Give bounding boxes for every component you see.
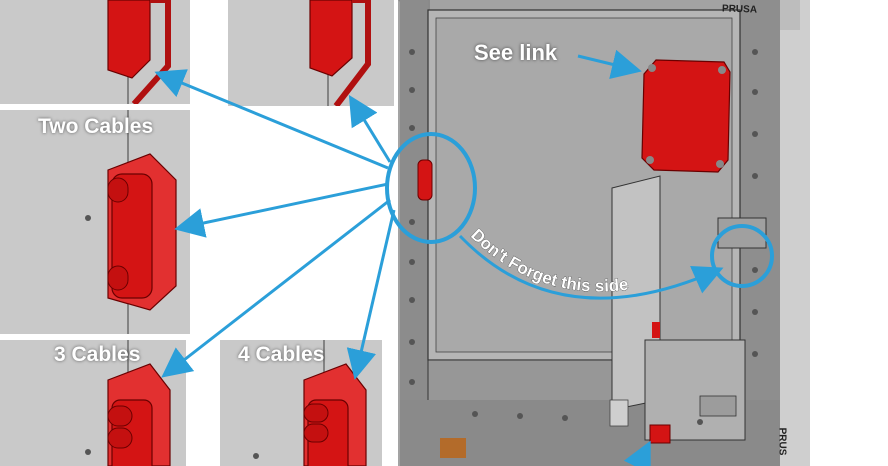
mount-plate-icon (641, 59, 731, 173)
caption-three-cables: 3 Cables (54, 343, 141, 366)
svg-text:Don't Forget this side: Don't Forget this side (467, 225, 629, 295)
panel-two-cables (0, 110, 190, 334)
panel-three-cables (0, 340, 186, 466)
caption-two-cables: Two Cables (38, 115, 154, 138)
see-link-label[interactable]: See link (474, 40, 558, 65)
